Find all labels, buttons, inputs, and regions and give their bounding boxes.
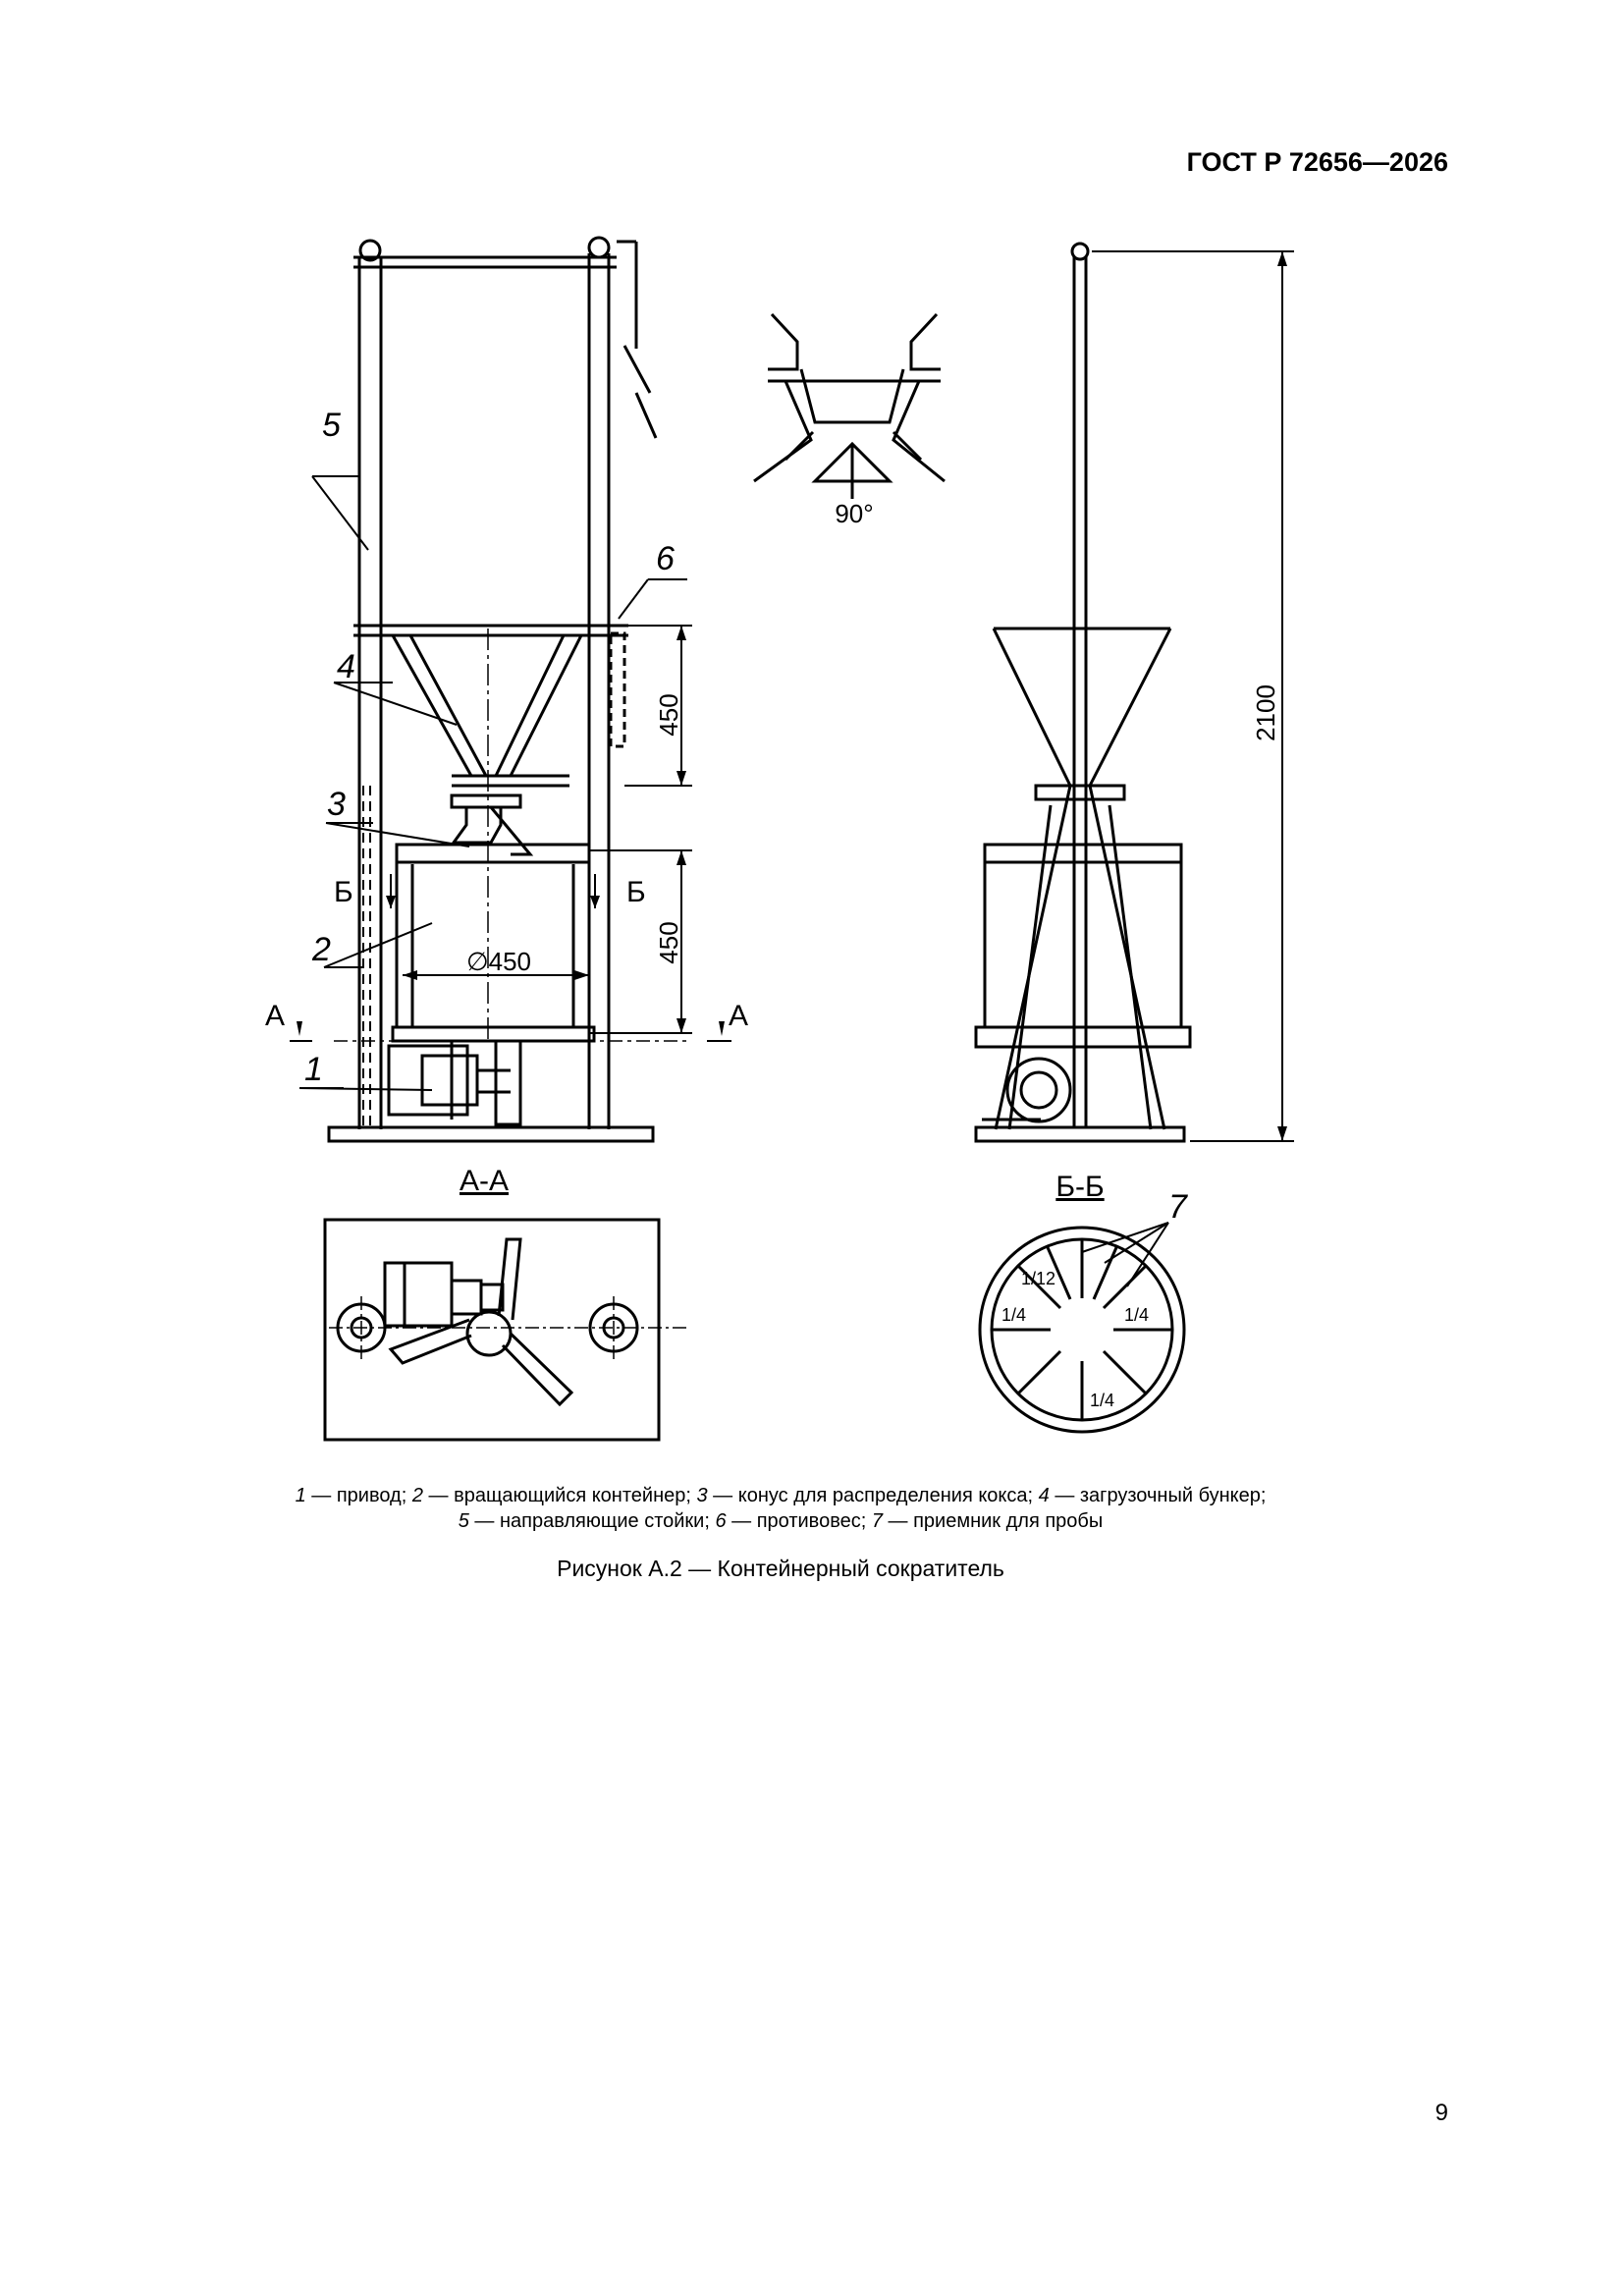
fraction-quarter-right: 1/4 <box>1124 1305 1149 1325</box>
legend-text-6: — противовес; <box>726 1510 872 1532</box>
dim-angle: 90° <box>835 499 873 528</box>
legend-num-2: 2 <box>411 1485 423 1506</box>
legend-text-2: — вращающийся контейнер; <box>422 1485 697 1506</box>
legend-line-1: 1 — привод; 2 — вращающийся контейнер; 3… <box>196 1483 1365 1508</box>
front-view <box>327 236 658 1143</box>
figure-caption: Рисунок А.2 — Контейнерный сократитель <box>557 1556 1004 1581</box>
callout-6: 6 <box>656 540 675 577</box>
legend-text-1: — привод; <box>305 1485 412 1506</box>
fraction-twelfth: 1/12 <box>1021 1269 1055 1288</box>
fraction-quarter-bottom: 1/4 <box>1090 1391 1114 1410</box>
dim-total-height: 2100 <box>1251 684 1280 741</box>
side-view <box>974 242 1294 1143</box>
section-mark-a-right: А <box>729 1000 748 1032</box>
page-number: 9 <box>1434 2100 1448 2126</box>
legend-text-7: — приемник для пробы <box>882 1510 1104 1532</box>
legend-num-5: 5 <box>458 1510 469 1532</box>
legend-num-7: 7 <box>871 1510 883 1532</box>
callout-7: 7 <box>1168 1188 1188 1226</box>
callout-1: 1 <box>304 1051 323 1088</box>
dim-hopper-height: 450 <box>654 693 683 736</box>
legend-line-2: 5 — направляющие стойки; 6 — противовес;… <box>196 1508 1365 1534</box>
section-aa <box>323 1218 661 1442</box>
legend-text-4: — загрузочный бункер; <box>1049 1485 1267 1506</box>
section-mark-b-right: Б <box>626 876 646 908</box>
technical-drawing: 5 4 3 2 1 6 7 450 450 2100 ∅450 90° А А … <box>265 236 1294 1442</box>
dim-diameter: ∅450 <box>466 947 531 976</box>
legend-num-6: 6 <box>715 1510 727 1532</box>
legend-num-1: 1 <box>295 1485 306 1506</box>
legend-text-3: — конус для распределения кокса; <box>707 1485 1039 1506</box>
document-number: ГОСТ Р 72656—2026 <box>1186 147 1448 177</box>
section-mark-a-left: А <box>265 1000 285 1032</box>
callout-5: 5 <box>322 407 341 444</box>
section-title-aa: А-А <box>460 1165 509 1197</box>
section-mark-b-left: Б <box>334 876 353 908</box>
section-title-bb: Б-Б <box>1055 1171 1104 1203</box>
legend-num-3: 3 <box>696 1485 708 1506</box>
callout-4: 4 <box>337 648 355 685</box>
dim-container-height: 450 <box>654 921 683 963</box>
fraction-quarter-left: 1/4 <box>1001 1305 1026 1325</box>
callout-3: 3 <box>327 786 346 823</box>
cone-detail <box>753 312 946 499</box>
legend-text-5: — направляющие стойки; <box>468 1510 716 1532</box>
section-bb <box>978 1222 1186 1434</box>
callout-2: 2 <box>311 931 331 968</box>
legend-num-4: 4 <box>1038 1485 1050 1506</box>
